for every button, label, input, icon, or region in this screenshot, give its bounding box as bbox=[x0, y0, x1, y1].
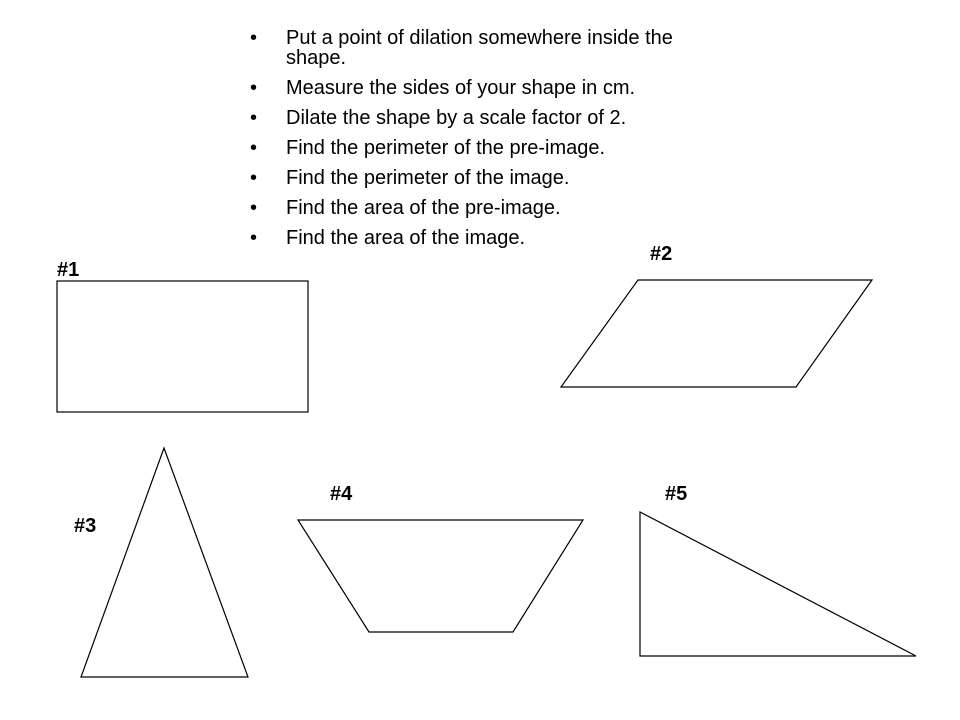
instruction-text: Find the area of the pre-image. bbox=[286, 197, 561, 219]
bullet: • bbox=[250, 27, 258, 49]
instruction-text: Measure the sides of your shape in cm. bbox=[286, 77, 636, 99]
shape-label-1: #1 bbox=[57, 259, 80, 281]
shape-label-3: #3 bbox=[74, 515, 97, 537]
bullet: • bbox=[250, 167, 258, 189]
triangle-shape-3 bbox=[80, 446, 249, 678]
rectangle-shape-1 bbox=[56, 280, 309, 413]
instruction-item: • Find the area of the image. bbox=[248, 228, 728, 248]
instruction-text: Find the perimeter of the pre-image. bbox=[286, 137, 606, 159]
shape-label-4: #4 bbox=[330, 483, 353, 505]
trapezoid-shape-4 bbox=[296, 519, 585, 633]
instruction-item: • Find the perimeter of the pre-image. bbox=[248, 138, 728, 158]
instruction-item: • Measure the sides of your shape in cm. bbox=[248, 78, 728, 98]
instruction-item: • Find the area of the pre-image. bbox=[248, 198, 728, 218]
instruction-text: Dilate the shape by a scale factor of 2. bbox=[286, 107, 627, 129]
instruction-item: • Find the perimeter of the image. bbox=[248, 168, 728, 188]
parallelogram-shape-2 bbox=[559, 279, 874, 388]
instruction-item: • Put a point of dilation somewhere insi… bbox=[248, 28, 728, 68]
instruction-item: • Dilate the shape by a scale factor of … bbox=[248, 108, 728, 128]
bullet: • bbox=[250, 77, 258, 99]
instruction-text: Find the area of the image. bbox=[286, 227, 526, 249]
instruction-list: • Put a point of dilation somewhere insi… bbox=[248, 28, 728, 258]
bullet: • bbox=[250, 107, 258, 129]
shape-label-5: #5 bbox=[665, 483, 688, 505]
bullet: • bbox=[250, 137, 258, 159]
right-triangle-shape-5 bbox=[639, 511, 917, 657]
bullet: • bbox=[250, 227, 258, 249]
instruction-text: Put a point of dilation somewhere inside… bbox=[286, 27, 673, 69]
shape-label-2: #2 bbox=[650, 243, 673, 265]
bullet: • bbox=[250, 197, 258, 219]
instruction-text: Find the perimeter of the image. bbox=[286, 167, 570, 189]
